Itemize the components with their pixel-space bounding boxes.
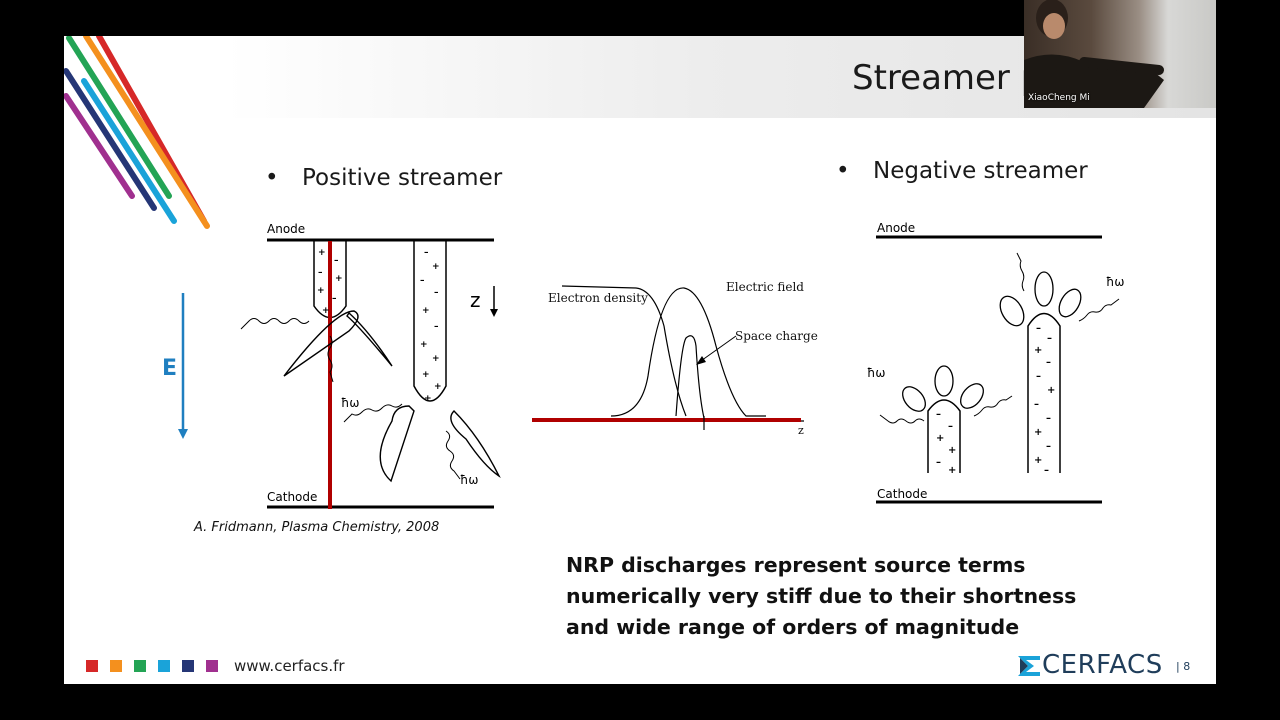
- positive-anode-label: Anode: [267, 222, 306, 236]
- svg-text:–: –: [424, 248, 429, 258]
- negative-streamer-heading: • Negative streamer: [836, 158, 1088, 184]
- svg-text:+: +: [322, 306, 330, 316]
- photon-label: ħω: [341, 396, 360, 410]
- footer-square: [158, 660, 170, 672]
- svg-text:+: +: [434, 382, 442, 392]
- footer-url[interactable]: www.cerfacs.fr: [234, 657, 345, 675]
- z-axis-label: z: [470, 288, 481, 312]
- svg-text:–: –: [434, 322, 439, 332]
- streamer-profile-plot: [532, 285, 804, 430]
- svg-text:+: +: [317, 286, 325, 296]
- footer-square: [86, 660, 98, 672]
- svg-text:+: +: [422, 370, 430, 380]
- svg-text:+: +: [432, 262, 440, 272]
- footer-square: [206, 660, 218, 672]
- page-number: | 8: [1176, 660, 1191, 673]
- footer-square: [110, 660, 122, 672]
- positive-streamer-heading: • Positive streamer: [265, 165, 503, 191]
- negative-cathode-label: Cathode: [877, 487, 928, 501]
- svg-text:–: –: [1036, 371, 1041, 382]
- svg-text:–: –: [1034, 399, 1039, 410]
- slide-title: Streamer p: [852, 58, 1043, 98]
- cerfacs-logo-icon: [1018, 656, 1040, 676]
- photon-label: ħω: [1106, 275, 1125, 289]
- svg-text:+: +: [318, 248, 326, 258]
- svg-text:+: +: [936, 433, 944, 444]
- slide: Streamer p • Positive streamer • Negativ…: [64, 36, 1216, 684]
- space-charge-label: Space charge: [735, 329, 818, 343]
- positive-cathode-label: Cathode: [267, 490, 318, 504]
- positive-streamer-label: Positive streamer: [302, 165, 503, 191]
- photon-label: ħω: [867, 366, 886, 380]
- svg-text:+: +: [422, 306, 430, 316]
- negative-streamer-diagram: ––+ ––+ ––+ –+– ––+ +–+: [876, 235, 1120, 504]
- nrp-note: NRP discharges represent source terms nu…: [566, 553, 1077, 639]
- page-number-value: 8: [1183, 660, 1191, 673]
- svg-text:+: +: [1034, 345, 1042, 356]
- participant-name: XiaoCheng Mi: [1028, 93, 1090, 103]
- negative-anode-label: Anode: [877, 221, 916, 235]
- svg-text:–: –: [1046, 357, 1051, 368]
- svg-text:–: –: [1047, 333, 1052, 344]
- svg-text:–: –: [334, 256, 339, 266]
- participant-video: [1024, 0, 1164, 108]
- svg-text:+: +: [1034, 455, 1042, 466]
- svg-text:–: –: [1036, 323, 1041, 334]
- photon-label: ħω: [460, 473, 479, 487]
- positive-streamer-diagram: +–– ++– + –+– –+– +++ ++: [178, 238, 501, 509]
- bullet-dot: •: [836, 158, 850, 184]
- citation: A. Fridmann, Plasma Chemistry, 2008: [194, 520, 440, 535]
- svg-text:+: +: [424, 394, 432, 404]
- svg-text:–: –: [332, 294, 337, 304]
- svg-text:+: +: [948, 445, 956, 456]
- svg-text:+: +: [432, 354, 440, 364]
- svg-text:–: –: [1044, 465, 1049, 476]
- svg-text:–: –: [936, 409, 941, 420]
- webcam-video-tile[interactable]: XiaoCheng Mi: [1024, 0, 1216, 108]
- svg-text:–: –: [1046, 441, 1051, 452]
- negative-streamer-label: Negative streamer: [873, 158, 1088, 184]
- electric-field-curve-label: Electric field: [726, 280, 804, 294]
- cerfacs-logo: CERFACS: [1042, 650, 1163, 680]
- svg-text:–: –: [1046, 413, 1051, 424]
- svg-text:+: +: [948, 465, 956, 476]
- decorative-stripes: [64, 36, 210, 229]
- svg-text:+: +: [420, 340, 428, 350]
- svg-text:–: –: [936, 457, 941, 468]
- footer-square: [182, 660, 194, 672]
- svg-text:–: –: [948, 421, 953, 432]
- svg-text:+: +: [1047, 385, 1055, 396]
- svg-text:–: –: [434, 288, 439, 298]
- svg-text:–: –: [318, 268, 323, 278]
- svg-text:+: +: [335, 274, 343, 284]
- profile-z-label: z: [798, 424, 804, 437]
- svg-text:+: +: [1034, 427, 1042, 438]
- bullet-dot: •: [265, 165, 279, 191]
- svg-text:–: –: [420, 276, 425, 286]
- electron-density-label: Electron density: [548, 291, 648, 305]
- electric-field-label: E: [162, 356, 178, 381]
- footer-square: [134, 660, 146, 672]
